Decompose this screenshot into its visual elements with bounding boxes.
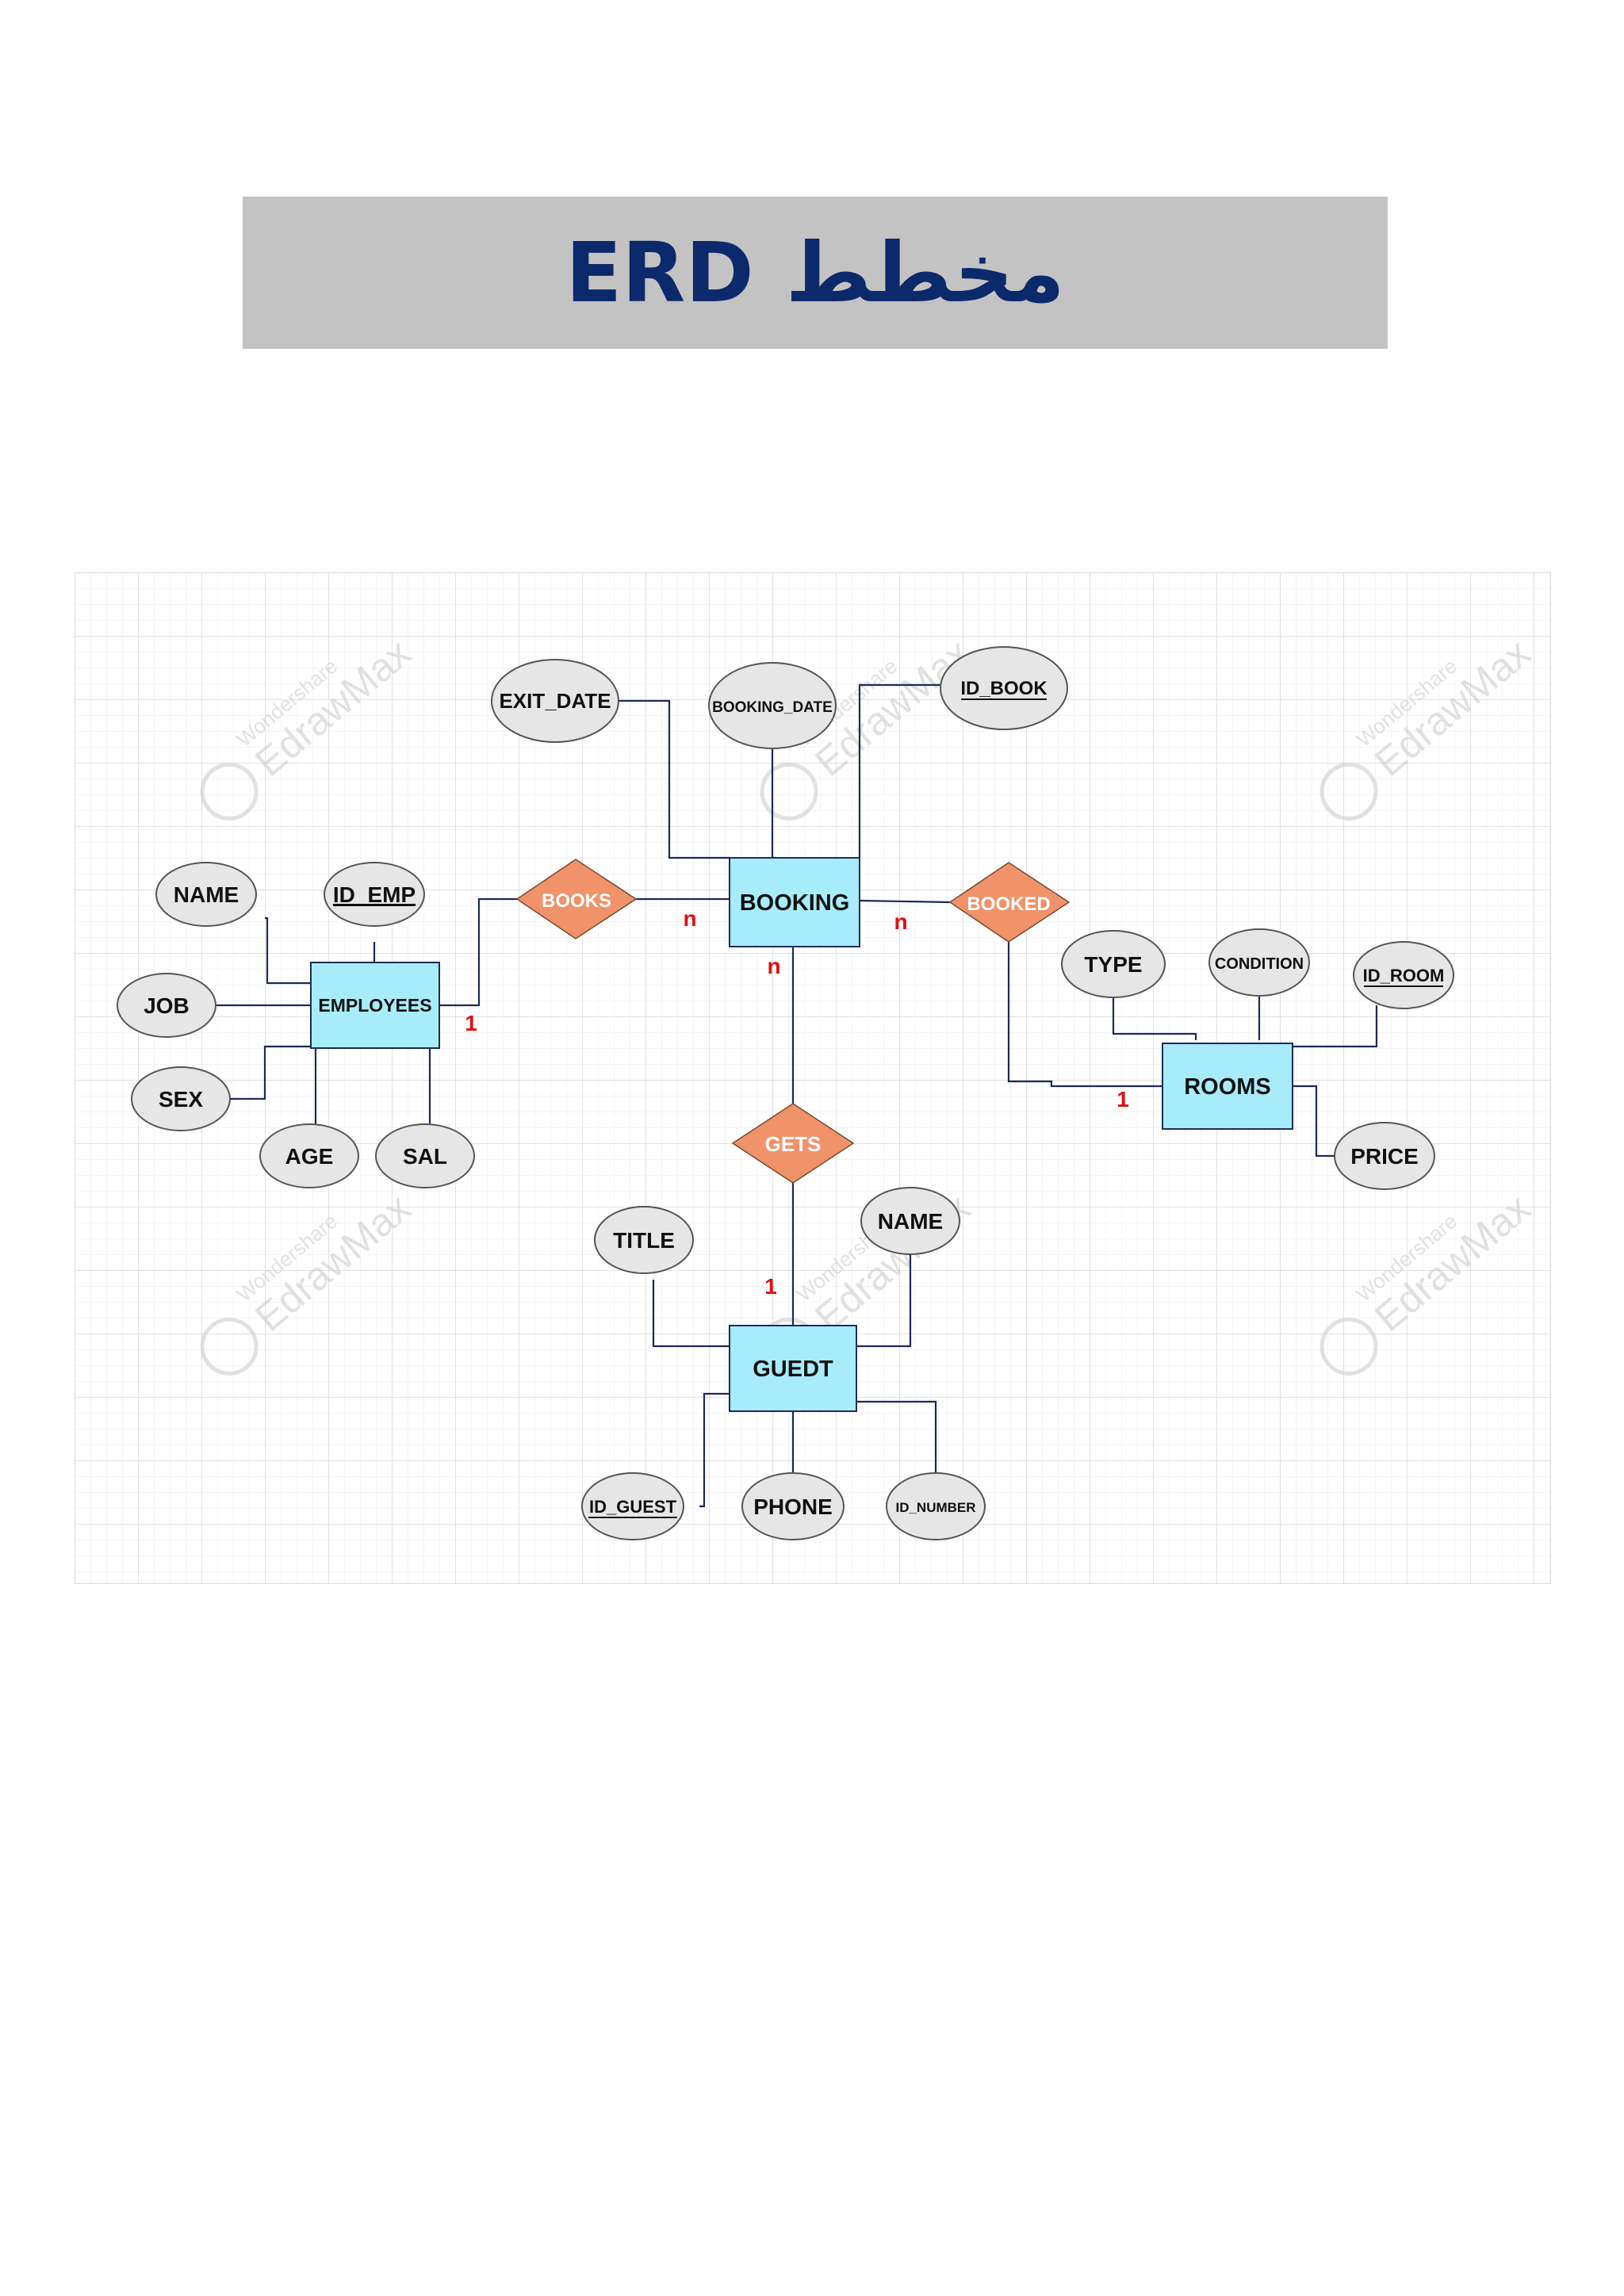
line-emp-books (439, 897, 517, 1007)
title-arabic: مخطط (785, 224, 1065, 321)
attribute-id-book: ID_BOOK (940, 646, 1068, 730)
entity-booking-label: BOOKING (740, 890, 850, 916)
line-booked-rooms (1007, 942, 1162, 1088)
entity-rooms-label: ROOMS (1184, 1074, 1271, 1100)
svg-text:JOB: JOB (144, 993, 190, 1018)
attribute-guest-name: NAME (860, 1187, 960, 1255)
line-guest-idnumber (856, 1400, 937, 1473)
svg-text:PHONE: PHONE (753, 1494, 833, 1519)
line-emp-sex (230, 1045, 311, 1100)
line-rooms-type (1112, 996, 1197, 1040)
attribute-id-emp: ID_EMP (324, 862, 425, 927)
entity-guest: GUEDT (729, 1325, 857, 1412)
line-rooms-price (1293, 1085, 1335, 1158)
watermark-logo-icon (1320, 762, 1378, 821)
attribute-id-guest: ID_GUEST (581, 1472, 684, 1540)
svg-text:ID_ROOM: ID_ROOM (1363, 966, 1445, 985)
attribute-emp-name: NAME (155, 862, 257, 927)
line-guest-title (652, 1280, 730, 1348)
svg-text:CONDITION: CONDITION (1215, 955, 1304, 973)
svg-text:ID_BOOK: ID_BOOK (960, 678, 1048, 699)
cardinality-gets-guest: 1 (764, 1274, 777, 1299)
title-latin: ERD (565, 224, 754, 321)
cardinality-employees-books: 1 (465, 1011, 477, 1035)
entity-booking: BOOKING (729, 857, 860, 947)
attribute-sal: SAL (375, 1123, 475, 1188)
svg-text:ID_NUMBER: ID_NUMBER (895, 1500, 975, 1515)
attribute-id-room: ID_ROOM (1353, 941, 1454, 1009)
relationship-books: BOOKS (515, 859, 638, 939)
entity-guest-label: GUEDT (753, 1357, 833, 1382)
svg-text:SEX: SEX (159, 1087, 203, 1112)
svg-text:AGE: AGE (285, 1144, 334, 1169)
attribute-sex: SEX (131, 1066, 231, 1131)
line-guest-idguest (699, 1392, 730, 1508)
watermark-logo-icon (200, 762, 259, 821)
attribute-age: AGE (259, 1123, 359, 1188)
watermark-logo-icon (1320, 1317, 1378, 1376)
attribute-booking-date: BOOKING_DATE (708, 662, 837, 749)
relationship-books-label: BOOKS (542, 890, 611, 912)
attribute-title: TITLE (594, 1206, 694, 1274)
entity-employees: EMPLOYEES (310, 962, 440, 1049)
svg-text:BOOKING_DATE: BOOKING_DATE (712, 699, 833, 716)
svg-text:ID_EMP: ID_EMP (333, 882, 416, 907)
svg-text:PRICE: PRICE (1350, 1144, 1419, 1169)
attribute-id-number: ID_NUMBER (886, 1472, 986, 1540)
attribute-job: JOB (117, 973, 216, 1038)
relationship-booked: BOOKED (948, 862, 1071, 943)
cardinality-books-booking: n (683, 906, 696, 931)
attribute-condition: CONDITION (1208, 928, 1310, 997)
svg-text:TITLE: TITLE (613, 1228, 675, 1253)
svg-text:SAL: SAL (403, 1144, 447, 1169)
line-booking-booked (859, 899, 951, 904)
svg-text:NAME: NAME (174, 882, 239, 907)
entity-employees-label: EMPLOYEES (318, 995, 431, 1016)
line-guest-name (856, 1254, 912, 1348)
title-banner: ERD مخطط (243, 197, 1388, 349)
watermark-logo-icon (200, 1317, 259, 1376)
cardinality-booking-gets: n (767, 954, 780, 978)
connectors (216, 683, 1378, 1508)
line-id-book (858, 683, 942, 858)
relationship-gets: GETS (731, 1103, 855, 1184)
svg-text:EXIT_DATE: EXIT_DATE (499, 689, 611, 713)
line-exit-date (617, 699, 730, 859)
entity-rooms: ROOMS (1162, 1043, 1293, 1130)
relationship-booked-label: BOOKED (967, 894, 1050, 915)
line-rooms-idroom (1293, 1005, 1378, 1048)
grid-background (75, 572, 1551, 1584)
cardinality-booking-booked: n (894, 909, 907, 934)
svg-text:NAME: NAME (878, 1209, 943, 1234)
cardinality-booked-rooms: 1 (1116, 1087, 1129, 1112)
attribute-type: TYPE (1061, 930, 1166, 998)
attribute-exit-date: EXIT_DATE (491, 659, 619, 743)
svg-text:ID_GUEST: ID_GUEST (589, 1497, 677, 1517)
attribute-price: PRICE (1334, 1122, 1435, 1190)
attribute-phone: PHONE (741, 1472, 845, 1540)
svg-text:TYPE: TYPE (1084, 952, 1142, 977)
relationship-gets-label: GETS (765, 1132, 822, 1156)
